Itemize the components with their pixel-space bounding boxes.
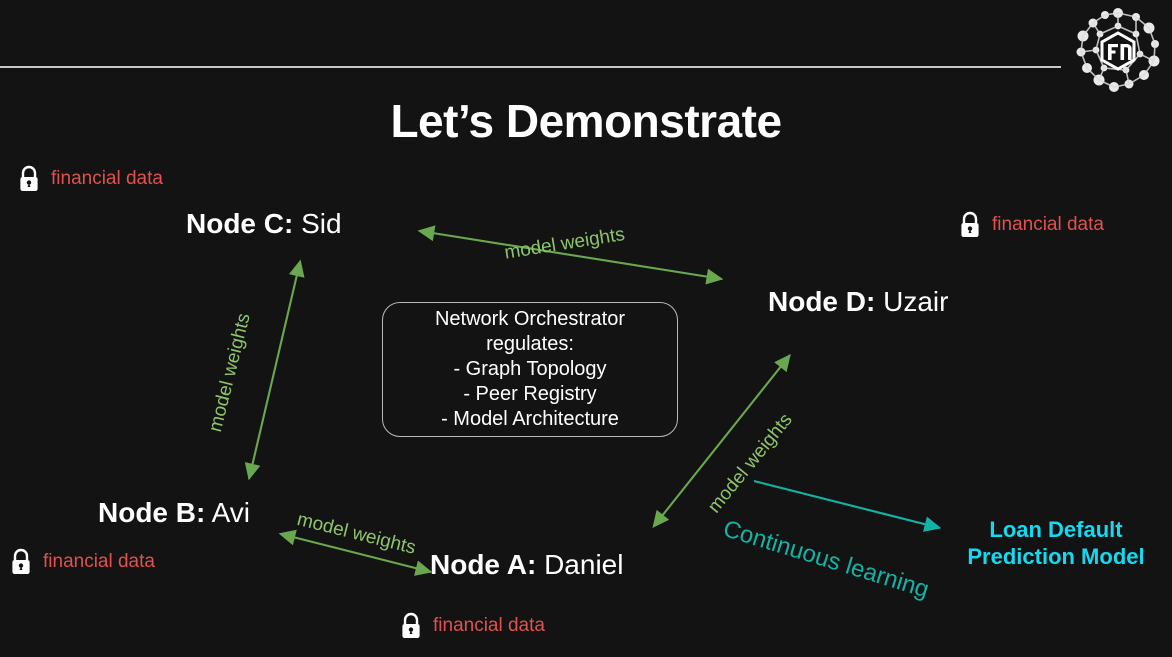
financial-data-node-c: financial data [16,164,163,194]
network-orchestrator-box: Network Orchestrator regulates: - Graph … [382,302,678,437]
loan-default-prediction-model: Loan Default Prediction Model [940,516,1172,570]
orchestrator-line-3: - Graph Topology [453,358,607,380]
loan-model-line-2: Prediction Model [967,544,1145,569]
edge-label-a-d: model weights [704,409,797,518]
financial-data-label: financial data [992,214,1104,235]
edge-label-c-d: model weights [503,224,627,264]
node-b-label: Node B: Avi [98,496,250,530]
orchestrator-line-4: - Peer Registry [463,383,597,405]
edge-continuous-arrow [753,479,942,532]
financial-data-label: financial data [51,168,163,189]
orchestrator-line-5: - Model Architecture [441,408,619,430]
node-c-title: Node C: [186,208,294,239]
node-a-label: Node A: Daniel [430,548,623,582]
node-b-name: Avi [211,497,250,528]
node-d-name: Uzair [883,286,949,317]
node-d-title: Node D: [768,286,876,317]
lock-icon [957,210,983,240]
page-title: Let’s Demonstrate [390,95,782,147]
financial-data-node-a: financial data [398,611,545,641]
node-c-name: Sid [301,208,342,239]
edge-label-c-b: model weights [205,311,255,435]
financial-data-label: financial data [433,615,545,636]
edge-c-b-arrow [244,259,305,481]
node-b-title: Node B: [98,497,206,528]
orchestrator-line-1: Network Orchestrator [434,308,626,330]
edge-label-continuous-learning: Continuous learning [719,515,933,604]
orchestrator-line-2: regulates: [486,333,574,355]
lock-icon [16,164,42,194]
network-node-logo [1074,6,1162,94]
lock-icon [398,611,424,641]
node-a-title: Node A: [430,549,537,580]
node-a-name: Daniel [544,549,624,580]
financial-data-node-d: financial data [957,210,1104,240]
financial-data-node-b: financial data [8,547,155,577]
loan-model-line-1: Loan Default [989,517,1123,542]
node-c-label: Node C: Sid [186,207,342,241]
node-d-label: Node D: Uzair [768,285,948,319]
edge-label-b-a: model weights [294,509,418,559]
header-divider [0,66,1061,68]
lock-icon [8,547,34,577]
financial-data-label: financial data [43,551,155,572]
